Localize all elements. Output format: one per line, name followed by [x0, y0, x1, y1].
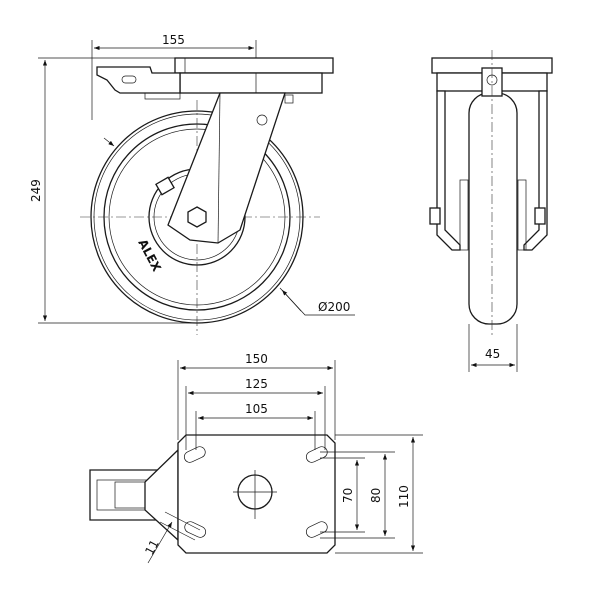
dim-hole-spacing-inner-length: 105 — [245, 402, 268, 416]
plate-view: 150 125 105 70 80 110 11 — [89, 352, 423, 564]
axle-nut — [187, 206, 207, 228]
brake-lever — [96, 66, 181, 94]
dim-plate-offset: 155 — [162, 33, 185, 47]
dim-wheel-diameter: Ø200 — [318, 300, 350, 314]
dim-plate-width: 110 — [397, 485, 411, 508]
wheel-front — [468, 92, 518, 325]
dim-hole-spacing-inner-width: 70 — [341, 488, 355, 503]
dim-overall-height: 249 — [29, 179, 43, 202]
dim-hole-spacing-outer-width: 80 — [369, 488, 383, 503]
front-view: 45 — [429, 50, 553, 372]
side-view: 155 249 ALEX Ø200 — [29, 33, 355, 335]
dim-slot-width: 11 — [142, 537, 162, 557]
dim-plate-length: 150 — [245, 352, 268, 366]
dim-hole-spacing-outer-length: 125 — [245, 377, 268, 391]
mounting-slots — [183, 446, 328, 538]
dim-wheel-width: 45 — [485, 347, 500, 361]
